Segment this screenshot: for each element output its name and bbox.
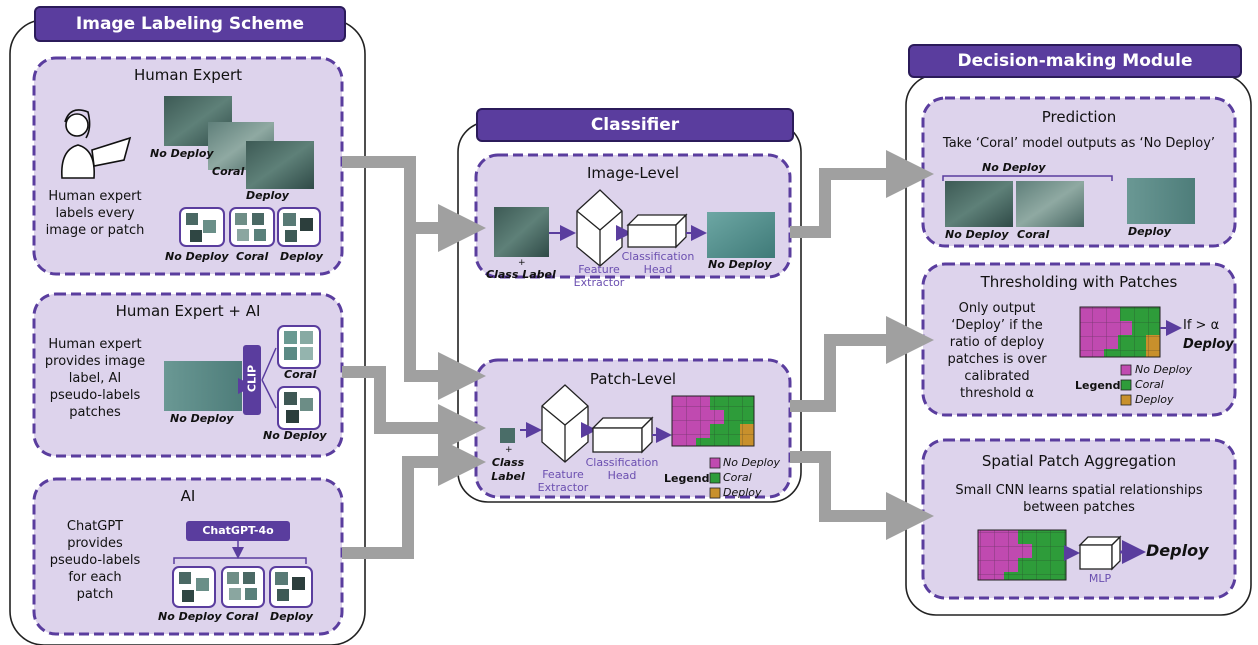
human-ai-photo-label: No Deploy <box>170 412 234 425</box>
photo-human-ai <box>164 361 242 411</box>
prediction-label-coral: Coral <box>1017 228 1050 241</box>
patch-level-input <box>500 428 515 443</box>
ai-label-deploy: Deploy <box>270 610 313 623</box>
patch-level-plus: + <box>505 445 513 455</box>
image-level-plus: + <box>518 258 526 268</box>
mlp-label: MLP <box>1088 572 1112 585</box>
threshold-if-text: If > α <box>1183 318 1220 333</box>
prediction-group-label: No Deploy <box>982 161 1046 174</box>
threshold-legend-title: Legend <box>1075 379 1121 392</box>
spatial-desc: Small CNN learns spatial relationships b… <box>955 483 1203 515</box>
patch-level-class-label: Class Label <box>491 456 525 483</box>
title-thresholding: Thresholding with Patches <box>980 273 1178 291</box>
patch-legend-title: Legend <box>664 472 710 485</box>
human-ai-label-coral: Coral <box>284 368 317 381</box>
ai-label-no-deploy: No Deploy <box>158 610 222 623</box>
patch-level-feature-extractor: Feature Extractor <box>537 468 589 494</box>
title-spatial: Spatial Patch Aggregation <box>981 452 1177 470</box>
threshold-legend-coral: Coral <box>1135 378 1164 391</box>
image-level-input <box>494 207 549 257</box>
photo-label-coral: Coral <box>212 165 245 178</box>
prediction-desc: Take ‘Coral’ model outputs as ‘No Deploy… <box>942 136 1216 151</box>
clip-label: CLIP <box>245 364 259 393</box>
mlp-shape <box>1078 535 1122 571</box>
human-ai-label-no-deploy: No Deploy <box>263 429 327 442</box>
patch-label-coral: Coral <box>236 250 269 263</box>
thresholding-desc: Only output ‘Deploy’ if the ratio of dep… <box>947 301 1047 401</box>
human-expert-desc: Human expert labels every image or patch <box>45 189 145 238</box>
patch-legend-coral: Coral <box>723 471 752 484</box>
threshold-legend-deploy: Deploy <box>1135 393 1174 406</box>
title-image-level: Image-Level <box>587 164 679 182</box>
spatial-result: Deploy <box>1146 541 1209 560</box>
image-level-class-label: Class Label <box>486 268 556 281</box>
chatgpt-label: ChatGPT-4o <box>202 524 274 537</box>
human-ai-desc: Human expert provides image label, AI ps… <box>44 337 146 420</box>
prediction-label-deploy: Deploy <box>1128 225 1171 238</box>
prediction-photo-no-deploy <box>945 181 1013 227</box>
patch-label-no-deploy: No Deploy <box>165 250 229 263</box>
spatial-patch-map <box>977 529 1067 581</box>
title-human-ai: Human Expert + AI <box>115 302 261 320</box>
patch-legend-no-deploy: No Deploy <box>723 456 780 469</box>
ai-label-coral: Coral <box>226 610 259 623</box>
prediction-photo-deploy <box>1127 178 1195 224</box>
image-level-feature-extractor: Feature Extractor <box>573 263 625 289</box>
title-patch-level: Patch-Level <box>589 370 677 388</box>
header-labeling: Image Labeling Scheme <box>34 6 346 42</box>
patch-thumbnails <box>186 213 313 242</box>
threshold-legend-no-deploy: No Deploy <box>1135 363 1192 376</box>
chatgpt-block <box>186 521 290 541</box>
title-human-expert: Human Expert <box>133 66 243 84</box>
patch-feature-extractor-shape <box>541 384 589 463</box>
clip-block <box>243 345 261 415</box>
patch-level-classification-head: Classification Head <box>585 456 659 482</box>
image-level-classification-head: Classification Head <box>621 250 695 276</box>
header-classifier: Classifier <box>476 108 794 142</box>
image-level-output-label: No Deploy <box>708 258 772 271</box>
prediction-photo-coral <box>1016 181 1084 227</box>
threshold-patch-map <box>1079 306 1161 358</box>
photo-label-deploy: Deploy <box>246 189 289 202</box>
patch-legend-deploy: Deploy <box>723 486 762 499</box>
threshold-legend-swatches <box>1120 364 1132 406</box>
patch-classification-head-shape <box>591 416 654 454</box>
title-ai: AI <box>180 487 196 505</box>
threshold-result: Deploy <box>1183 337 1234 352</box>
patch-label-deploy: Deploy <box>280 250 323 263</box>
patch-legend-swatches <box>709 457 721 499</box>
patch-prediction-map <box>671 395 755 447</box>
photo-deploy <box>246 141 314 189</box>
feature-extractor-shape <box>576 189 623 267</box>
prediction-label-no-deploy: No Deploy <box>945 228 1009 241</box>
title-prediction: Prediction <box>1041 108 1117 126</box>
photo-label-no-deploy: No Deploy <box>150 147 214 160</box>
header-decision: Decision-making Module <box>908 44 1242 78</box>
person-with-laptop-icon <box>61 109 132 179</box>
ai-desc: ChatGPT provides pseudo-labels for each … <box>49 519 141 602</box>
classification-head-shape <box>626 213 688 249</box>
image-level-output <box>707 212 775 258</box>
connector-arrows <box>342 150 934 559</box>
